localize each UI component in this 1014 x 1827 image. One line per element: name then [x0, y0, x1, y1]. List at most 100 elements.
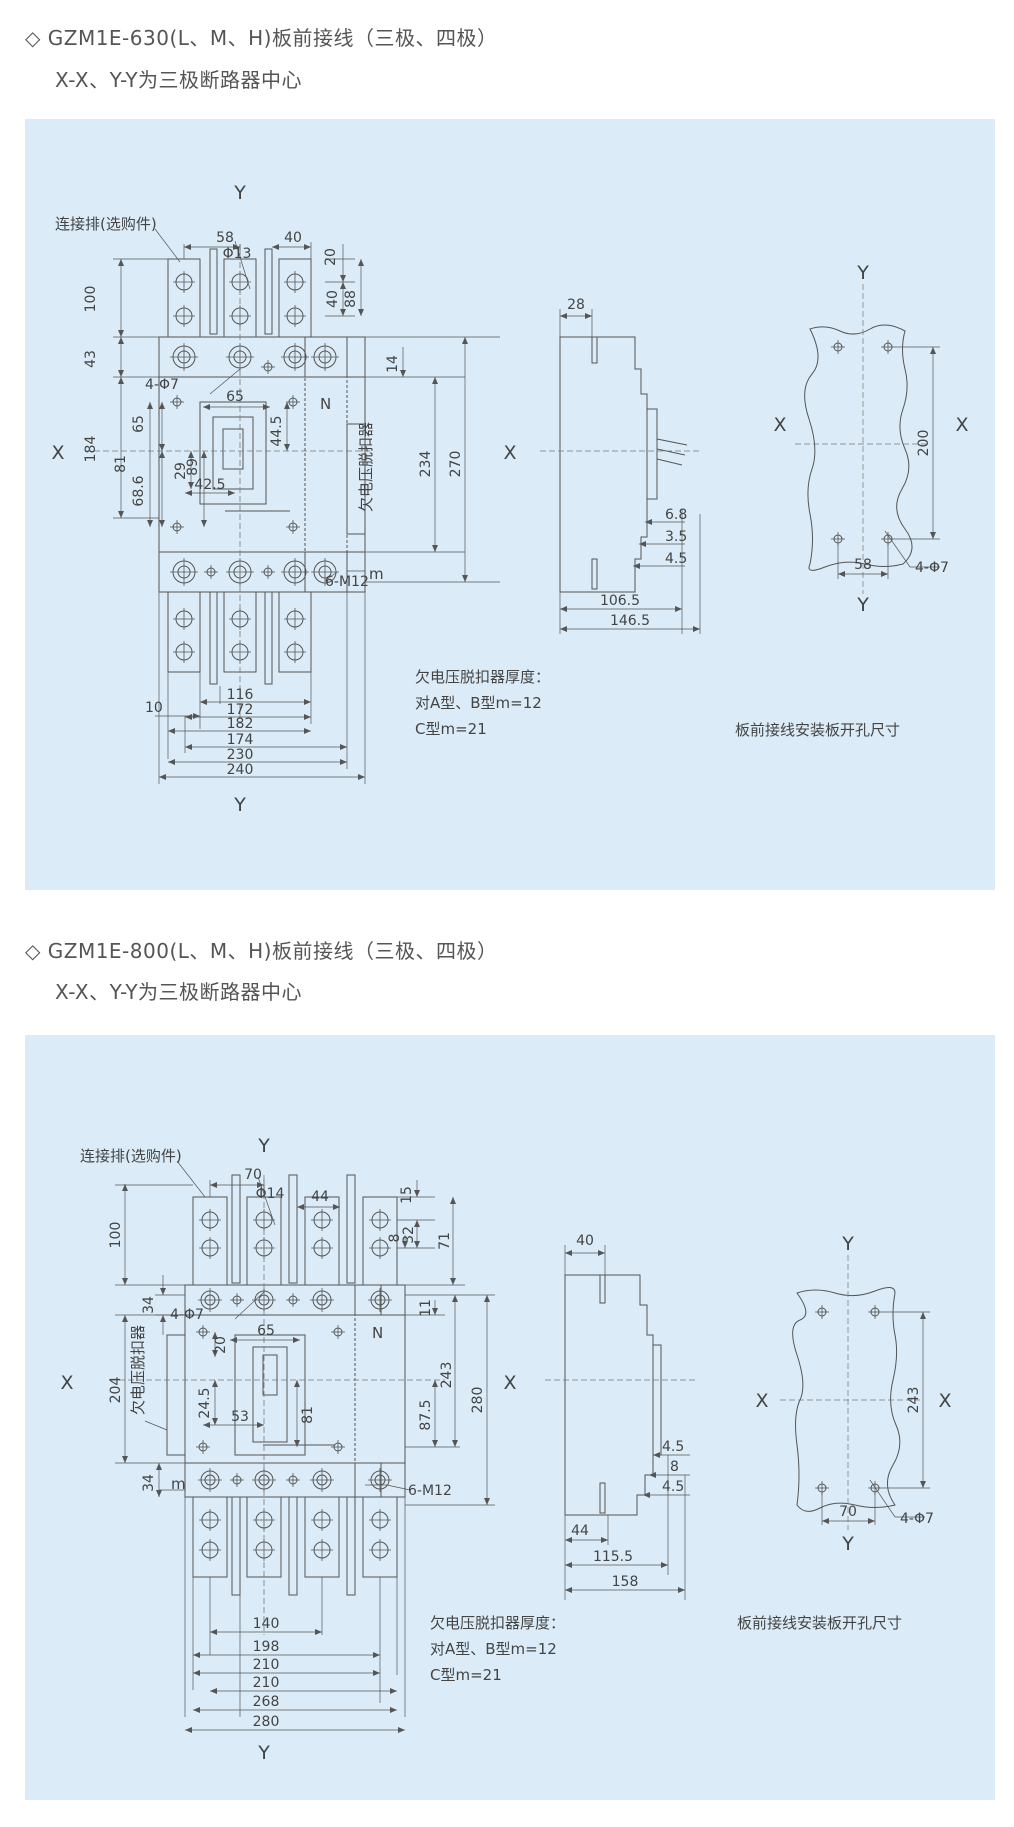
dim-40b: 40: [325, 290, 341, 308]
dim-230: 230: [227, 747, 254, 763]
release-thickness-note: 欠电压脱扣器厚度： 对A型、B型m=12 C型m=21: [415, 664, 550, 742]
cutout-axis-y-top: Y: [841, 1233, 854, 1255]
dim-65: 65: [257, 1323, 275, 1339]
dim-210a: 210: [253, 1657, 280, 1673]
dim-243: 243: [439, 1362, 455, 1389]
side-dim-115-5: 115.5: [593, 1549, 633, 1565]
axis-x-right: X: [503, 442, 516, 464]
centerlines-800: [110, 1175, 445, 1635]
dim-270: 270: [448, 451, 464, 478]
dim-204: 204: [108, 1377, 124, 1404]
side-dim-4-5: 4.5: [665, 551, 687, 567]
dim-65a: 65: [131, 415, 147, 433]
busbar-label: 连接排(选购件): [80, 1147, 182, 1165]
dim-8: 8: [387, 1234, 403, 1243]
cutout-holes-label: 4-Φ7: [900, 1511, 934, 1527]
section2-heading: ◇ GZM1E-800(L、M、H)板前接线（三极、四极）: [25, 939, 498, 963]
m-label: m: [369, 565, 384, 583]
dim-32: 32: [401, 1226, 417, 1244]
dim-phi13: Φ13: [223, 246, 252, 262]
dim-24-5: 24.5: [197, 1387, 213, 1418]
dim-11: 11: [418, 1299, 434, 1317]
release-thickness-note: 欠电压脱扣器厚度： 对A型、B型m=12 C型m=21: [430, 1610, 565, 1688]
note-line2: C型m=21: [430, 1666, 502, 1684]
diagram-800: Y Y X X 连接排(选购件) 70 Φ14 44 15 32 8 71 10…: [60, 1135, 951, 1764]
side-dim-44: 44: [571, 1523, 589, 1539]
hole-4-label: 4-Φ7: [145, 377, 179, 393]
side-dim-3-5: 3.5: [665, 529, 687, 545]
dim-34b: 34: [141, 1474, 157, 1492]
cutout-dim-200: 200: [916, 430, 932, 457]
hole-6-label: 6-M12: [408, 1483, 452, 1499]
diagram-panel-800: Y Y X X 连接排(选购件) 70 Φ14 44 15 32 8 71 10…: [25, 1035, 995, 1800]
side-dim-4-5b: 4.5: [662, 1479, 684, 1495]
side-dim-4-5a: 4.5: [662, 1439, 684, 1455]
dim-240: 240: [227, 762, 254, 778]
release-label: 欠电压脱扣器: [357, 422, 375, 512]
dim-44-5: 44.5: [269, 415, 285, 446]
dim-44: 44: [311, 1189, 329, 1205]
dim-14: 14: [385, 355, 401, 373]
note-line1: 对A型、B型m=12: [415, 694, 542, 712]
dim-20: 20: [213, 1336, 229, 1354]
dim-89: 89: [185, 458, 201, 476]
side-dims-800: [545, 1245, 695, 1600]
dimension-lines-630: [113, 228, 500, 784]
dim-34a: 34: [141, 1296, 157, 1314]
section1-subheading: X-X、Y-Y为三极断路器中心: [55, 68, 303, 92]
dim-184: 184: [83, 436, 99, 463]
side-dim-8: 8: [670, 1459, 679, 1475]
dim-53: 53: [231, 1409, 249, 1425]
dim-58: 58: [216, 230, 234, 246]
dim-87-5: 87.5: [418, 1399, 434, 1430]
dim-70: 70: [244, 1167, 262, 1183]
m-label: m: [171, 1475, 186, 1493]
cutout-dim-58: 58: [854, 557, 872, 573]
n-label: N: [372, 1324, 383, 1342]
axis-x-left: X: [51, 442, 64, 464]
dim-234: 234: [418, 451, 434, 478]
dim-198: 198: [253, 1639, 280, 1655]
side-dim-158: 158: [612, 1574, 639, 1590]
hole-6-label: 6-M12: [325, 574, 369, 590]
cutout-caption: 板前接线安装板开孔尺寸: [737, 1614, 903, 1632]
dim-71: 71: [437, 1232, 453, 1250]
dim-40: 40: [284, 230, 302, 246]
dim-116: 116: [227, 687, 254, 703]
cutout-axis-x-right: X: [955, 414, 968, 436]
busbar-label: 连接排(选购件): [55, 215, 157, 233]
dim-42-5: 42.5: [194, 477, 225, 493]
dim-174: 174: [227, 732, 254, 748]
cutout-axis-x-left: X: [773, 414, 786, 436]
note-title: 欠电压脱扣器厚度：: [415, 668, 551, 686]
cutout-axis-y-top: Y: [856, 262, 869, 284]
side-view-630: [559, 336, 688, 593]
cutout-holes-label: 4-Φ7: [915, 560, 949, 576]
dim-268: 268: [253, 1694, 280, 1710]
dim-phi14: Φ14: [256, 1186, 285, 1202]
diagram-panel-630: Y Y X X 连接排(选购件) 58 Φ13 40 20 40 88 100 …: [25, 119, 995, 890]
dim-20: 20: [323, 248, 339, 266]
dim-172: 172: [227, 702, 254, 718]
section2-subheading: X-X、Y-Y为三极断路器中心: [55, 980, 303, 1004]
cutout-axis-x-right: X: [938, 1390, 951, 1412]
note-line1: 对A型、B型m=12: [430, 1640, 557, 1658]
cutout-axis-y-bottom: Y: [841, 1533, 854, 1555]
note-title: 欠电压脱扣器厚度：: [430, 1614, 566, 1632]
note-line2: C型m=21: [415, 720, 487, 738]
cutout-view-630: [804, 324, 913, 571]
axis-y-top: Y: [233, 182, 246, 204]
axis-y-bottom: Y: [257, 1742, 270, 1764]
cutout-axis-y-bottom: Y: [856, 594, 869, 616]
side-dim-28: 28: [567, 297, 585, 313]
cutout-dims-800: [780, 1255, 930, 1530]
dim-140: 140: [253, 1616, 280, 1632]
axis-y-top: Y: [257, 1135, 270, 1157]
dim-88: 88: [343, 290, 359, 308]
cutout-dims-630: [795, 284, 940, 594]
dim-43: 43: [83, 350, 99, 368]
dim-10: 10: [145, 700, 163, 716]
axis-y-bottom: Y: [233, 794, 246, 816]
dim-280v: 280: [470, 1387, 486, 1414]
dim-81: 81: [300, 1406, 316, 1424]
